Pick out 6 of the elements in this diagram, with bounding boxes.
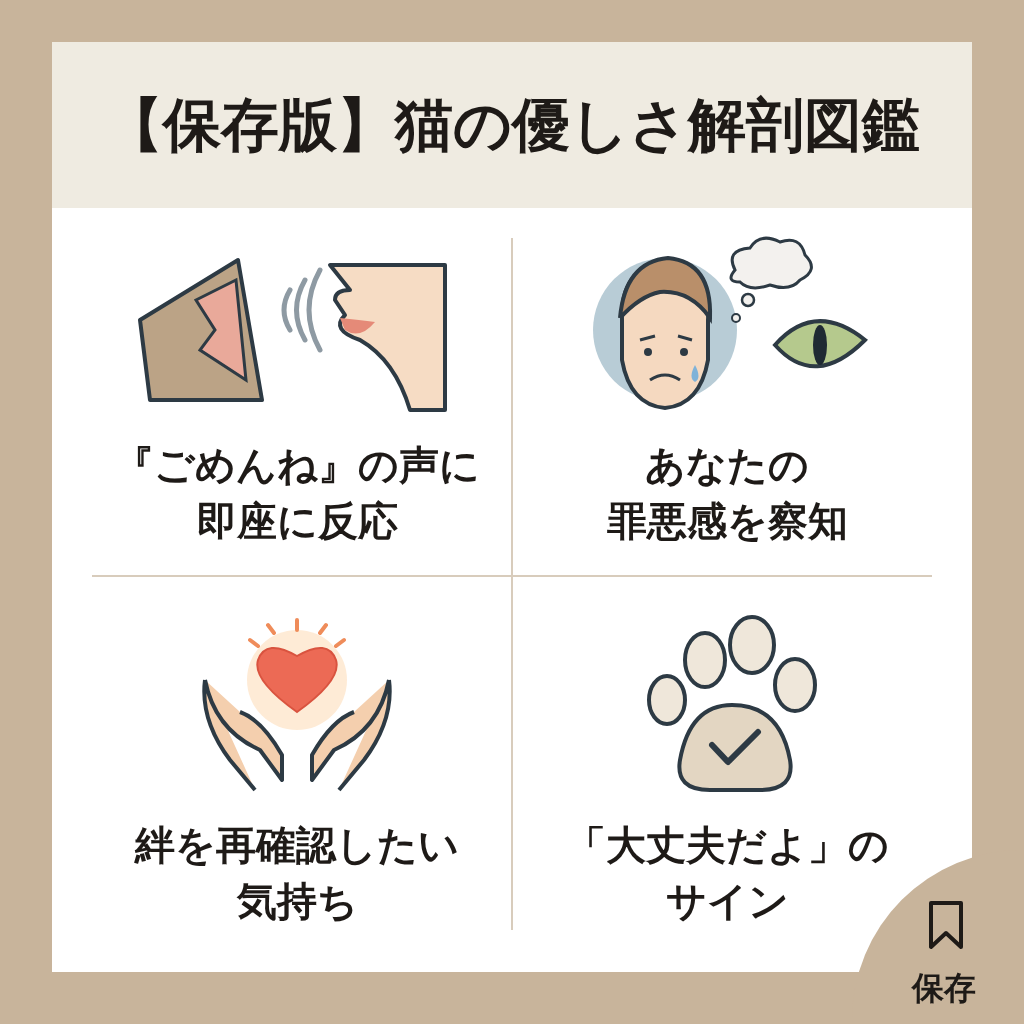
caption: 『ごめんね』の声に即座に反応 — [113, 441, 481, 546]
title: 【保存版】猫の優しさ解剖図鑑 — [103, 90, 921, 160]
caption: 絆を再確認したい気持ち — [133, 821, 460, 926]
caption: 「大丈夫だよ」のサイン — [564, 821, 890, 926]
save-label: 保存 — [912, 968, 976, 1008]
caption: あなたの罪悪感を察知 — [605, 441, 849, 546]
